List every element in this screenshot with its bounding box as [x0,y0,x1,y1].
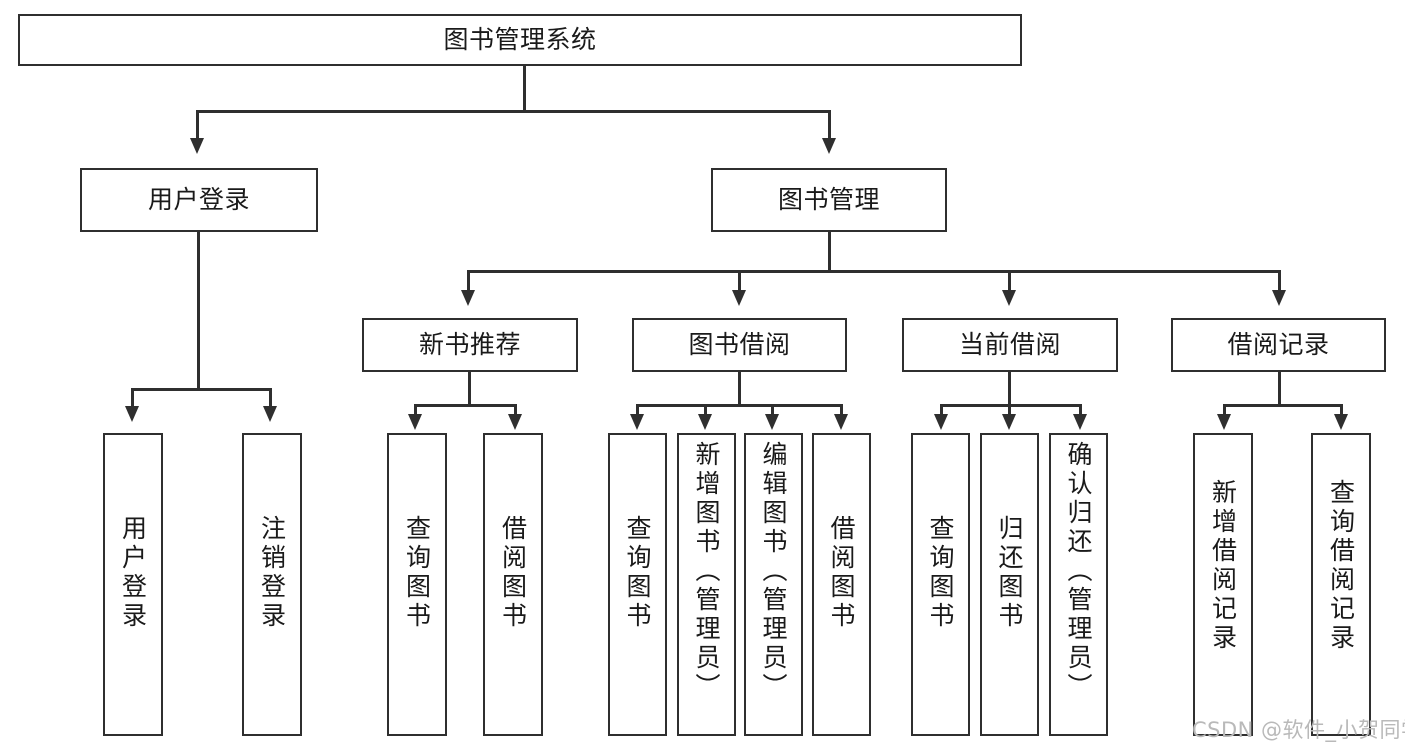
node-leaf-user-login[interactable]: 用户登录 [103,433,163,736]
connector-root-bus [197,110,830,113]
arrow-leaf-query-book-2 [630,414,644,430]
node-book-borrow-label: 图书借阅 [688,330,791,359]
arrow-leaf-confirm-return [1073,414,1087,430]
node-leaf-borrow-book-1[interactable]: 借阅图书 [483,433,543,736]
arrow-leaf-query-record [1334,414,1348,430]
node-borrow-record-label: 借阅记录 [1227,330,1330,359]
node-new-book-rec[interactable]: 新书推荐 [362,318,578,372]
node-leaf-confirm-return[interactable]: 确认归还（管理员） [1049,433,1108,736]
connector-current-borrow-stem [1008,372,1011,406]
connector-new-book-rec-bus [415,404,515,407]
node-book-manage-label: 图书管理 [777,185,880,214]
node-leaf-add-record[interactable]: 新增借阅记录 [1193,433,1253,736]
connector-borrow-record-stem [1278,372,1281,406]
node-new-book-rec-label: 新书推荐 [418,330,521,359]
connector-bb-b1 [636,404,639,416]
connector-cb-b3 [1079,404,1082,416]
connector-user-login-b1 [131,388,134,408]
connector-bb-b3 [771,404,774,416]
node-leaf-confirm-return-label: 确认归还（管理员） [1064,441,1093,702]
arrow-leaf-return-book [1002,414,1016,430]
node-leaf-add-book[interactable]: 新增图书（管理员） [677,433,736,736]
connector-current-borrow-bus [941,404,1080,407]
node-user-login[interactable]: 用户登录 [80,168,318,232]
connector-cb-b2 [1008,404,1011,416]
arrow-to-book-manage [822,138,836,154]
arrow-leaf-user-login [125,406,139,422]
node-leaf-borrow-book-2-label: 借阅图书 [827,515,856,631]
connector-nbr-b1 [414,404,417,416]
connector-user-login-stem [197,232,200,390]
arrow-leaf-borrow-book-2 [834,414,848,430]
connector-to-borrow-record [1278,270,1281,292]
connector-user-login-bus [132,388,270,391]
arrow-to-new-book-rec [461,290,475,306]
arrow-leaf-borrow-book-1 [508,414,522,430]
connector-cb-b1 [940,404,943,416]
node-leaf-user-logout[interactable]: 注销登录 [242,433,302,736]
arrow-to-book-borrow [732,290,746,306]
arrow-leaf-add-book [698,414,712,430]
node-current-borrow[interactable]: 当前借阅 [902,318,1118,372]
arrow-leaf-add-record [1217,414,1231,430]
arrow-to-user-login [190,138,204,154]
arrow-leaf-query-book-3 [934,414,948,430]
arrow-leaf-edit-book [765,414,779,430]
node-leaf-query-book-3-label: 查询图书 [926,515,955,631]
node-user-login-label: 用户登录 [147,185,250,214]
connector-br-b2 [1340,404,1343,416]
node-leaf-user-login-label: 用户登录 [118,515,148,631]
node-leaf-query-book-2[interactable]: 查询图书 [608,433,667,736]
arrow-leaf-user-logout [263,406,277,422]
node-root-label: 图书管理系统 [443,25,597,54]
node-leaf-query-book-3[interactable]: 查询图书 [911,433,970,736]
connector-book-borrow-stem [738,372,741,406]
node-leaf-return-book-label: 归还图书 [995,515,1024,631]
node-leaf-query-book-1[interactable]: 查询图书 [387,433,447,736]
connector-book-borrow-bus [637,404,841,407]
connector-nbr-b2 [514,404,517,416]
node-leaf-borrow-book-2[interactable]: 借阅图书 [812,433,871,736]
connector-book-manage-bus [468,270,1280,273]
connector-bb-b2 [704,404,707,416]
node-leaf-edit-book-label: 编辑图书（管理员） [759,441,788,702]
connector-to-book-borrow [738,270,741,292]
connector-user-login-b2 [269,388,272,408]
node-leaf-query-record-label: 查询借阅记录 [1326,479,1356,653]
node-leaf-user-logout-label: 注销登录 [257,515,287,631]
connector-br-b1 [1223,404,1226,416]
node-book-manage[interactable]: 图书管理 [711,168,947,232]
connector-book-manage-stem [828,232,831,272]
arrow-to-current-borrow [1002,290,1016,306]
connector-to-current-borrow [1008,270,1011,292]
node-leaf-add-record-label: 新增借阅记录 [1208,479,1238,653]
connector-root-stem [523,66,526,111]
connector-to-user-login [196,110,199,140]
connector-new-book-rec-stem [468,372,471,406]
node-book-borrow[interactable]: 图书借阅 [632,318,847,372]
arrow-to-borrow-record [1272,290,1286,306]
node-leaf-edit-book[interactable]: 编辑图书（管理员） [744,433,803,736]
node-leaf-query-record[interactable]: 查询借阅记录 [1311,433,1371,736]
node-root[interactable]: 图书管理系统 [18,14,1022,66]
connector-bb-b4 [840,404,843,416]
connector-to-book-manage [828,110,831,140]
csdn-watermark: CSDN @软件_小贺同学 [1192,718,1405,742]
node-leaf-query-book-2-label: 查询图书 [623,515,652,631]
node-leaf-borrow-book-1-label: 借阅图书 [498,515,528,631]
node-leaf-add-book-label: 新增图书（管理员） [692,441,721,702]
connector-borrow-record-bus [1224,404,1341,407]
node-leaf-return-book[interactable]: 归还图书 [980,433,1039,736]
arrow-leaf-query-book-1 [408,414,422,430]
node-leaf-query-book-1-label: 查询图书 [402,515,432,631]
node-current-borrow-label: 当前借阅 [958,330,1061,359]
connector-to-new-book-rec [467,270,470,292]
node-borrow-record[interactable]: 借阅记录 [1171,318,1386,372]
